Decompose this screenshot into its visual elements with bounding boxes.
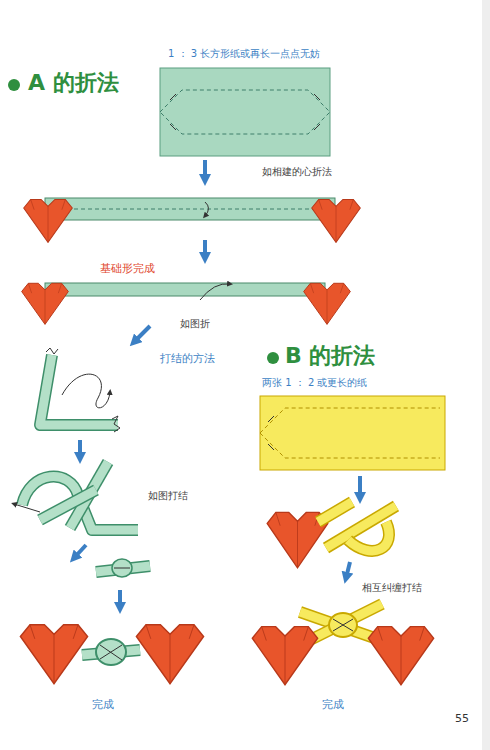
paper-note: 1 ： 3 长方形纸或再长一点点无妨 xyxy=(168,48,320,60)
section-title: A 的折法 xyxy=(28,70,119,96)
step-note: 如相建的心折法 xyxy=(262,166,332,178)
finish-label: 完成 xyxy=(322,698,344,711)
section-title: B 的折法 xyxy=(285,343,375,369)
page-number: 55 xyxy=(455,712,469,725)
step-note: 相互纠缠打结 xyxy=(362,582,422,594)
step-note: 基础形完成 xyxy=(100,262,155,275)
step-note: 如图打结 xyxy=(148,490,188,502)
finish-label: 完成 xyxy=(92,698,114,711)
paper-note: 两张 1 ： 2 或更长的纸 xyxy=(262,377,367,389)
step-note: 如图折 xyxy=(180,318,210,330)
step-note: 打结的方法 xyxy=(160,352,215,365)
